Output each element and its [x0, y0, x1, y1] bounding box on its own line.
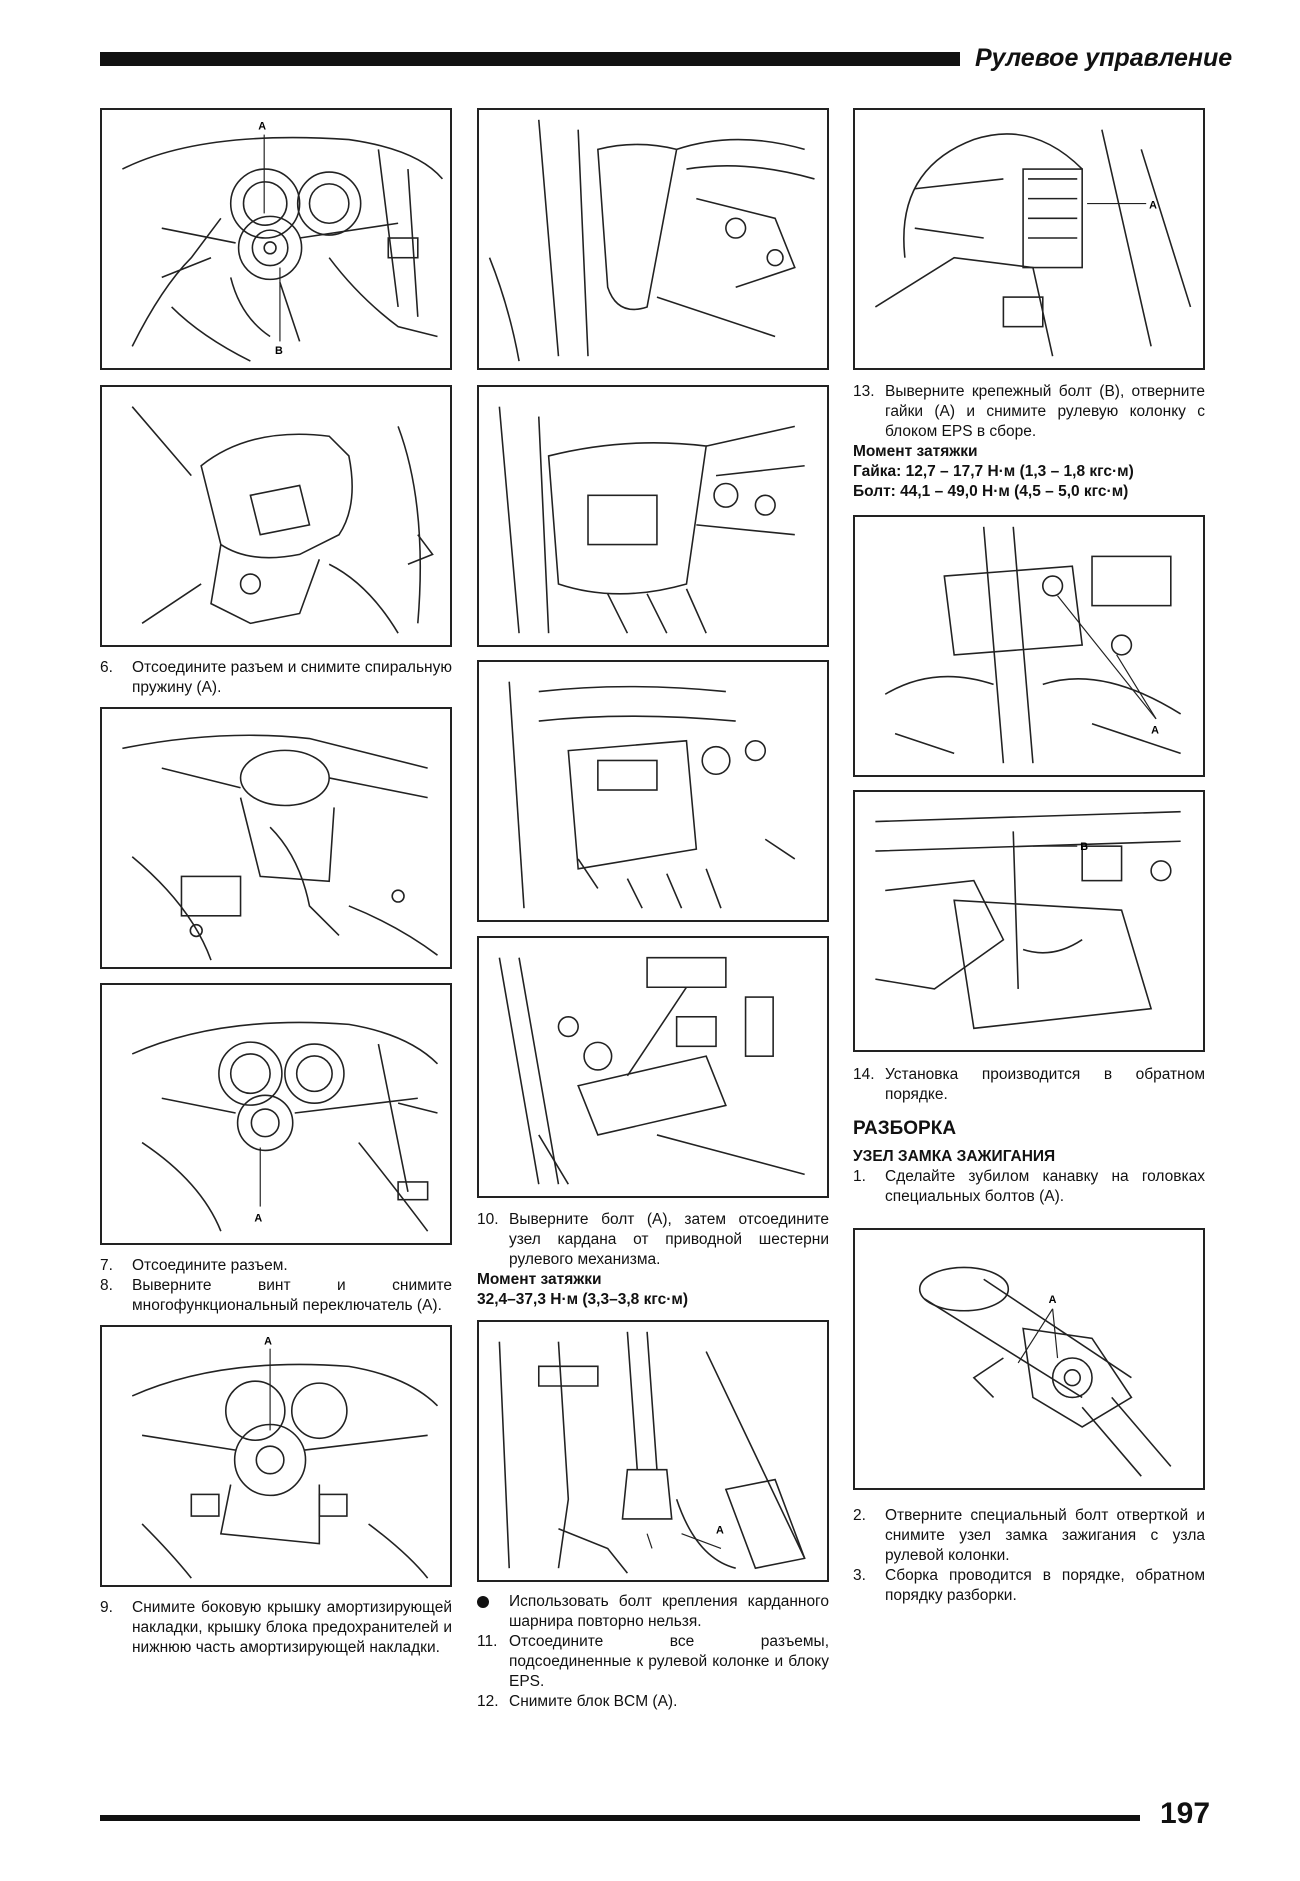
callout-a: A — [1149, 199, 1157, 211]
figure-lower-pad — [477, 660, 829, 922]
step-number: 9. — [100, 1599, 113, 1616]
callout-b: B — [275, 345, 283, 357]
figure-drawing — [508, 681, 796, 909]
step-number: 7. — [100, 1257, 113, 1274]
col2-notes: Использовать болт крепления карданного ш… — [477, 1592, 829, 1712]
step-14: 14. Установка производится в обратном по… — [853, 1065, 1205, 1105]
step-8: 8. Выверните винт и снимите многофункцио… — [100, 1276, 452, 1316]
figure-fuse-box-cover — [477, 385, 829, 647]
step-text: Отсоедините разъем и снимите спиральную … — [132, 659, 452, 696]
figure-drawing — [488, 119, 815, 362]
figure-drawing: A B — [122, 121, 444, 362]
step-13-block: 13. Выверните крепежный болт (В), отверн… — [853, 382, 1205, 502]
step-number: 11. — [477, 1633, 498, 1650]
step-text: Отсоедините все разъемы, подсоединенные … — [509, 1633, 829, 1690]
step-text: Отсоедините разъем. — [132, 1257, 288, 1274]
figure-multifunction-switch: A — [100, 983, 452, 1245]
header-rule — [100, 52, 960, 66]
page-header-title: Рулевое управление — [975, 44, 1233, 72]
callout-a: A — [716, 1525, 724, 1537]
figure-switch-removed: A — [100, 1325, 452, 1587]
step-9: 9. Снимите боковую крышку амортизирующей… — [100, 1598, 452, 1658]
section-title: РАЗБОРКА — [853, 1118, 957, 1139]
disassembly-step-1: 1. Сделайте зубилом канавку на головках … — [853, 1167, 1205, 1207]
step-number: 2. — [853, 1507, 866, 1524]
figure-ignition-lock: A — [853, 1228, 1205, 1490]
figure-drawing: A — [918, 1266, 1172, 1477]
torque-value: 32,4–37,3 Н·м (3,3–3,8 кгс·м) — [477, 1291, 688, 1308]
figure-drawing: A — [131, 1021, 439, 1232]
figure-drawing: A — [131, 1336, 439, 1579]
figure-clock-spring-removal: A B — [100, 108, 452, 370]
torque-nut: Гайка: 12,7 – 17,7 Н·м (1,3 – 1,8 кгс·м) — [853, 463, 1134, 480]
figure-drawing: B — [875, 810, 1181, 1030]
step-number: 8. — [100, 1277, 113, 1294]
figure-drawing — [131, 406, 434, 634]
torque-label: Момент затяжки — [477, 1271, 602, 1288]
disassembly-step-2: 2. Отверните специальный болт отверткой … — [853, 1506, 1205, 1566]
figure-column-cover — [100, 385, 452, 647]
figure-multifunction-switch-connector — [100, 707, 452, 969]
step-7: 7. Отсоедините разъем. — [100, 1256, 452, 1276]
step-text: Выверните болт (А), затем отсоедините уз… — [509, 1211, 829, 1268]
figure-drawing: A — [874, 129, 1192, 357]
figure-steering-column-nuts: A — [853, 515, 1205, 777]
torque-label: Момент затяжки — [853, 443, 978, 460]
note-text: Использовать болт крепления карданного ш… — [509, 1593, 829, 1630]
col3-final-steps: 2. Отверните специальный болт отверткой … — [853, 1506, 1205, 1606]
figure-side-cover — [477, 108, 829, 370]
step-10: 10. Выверните болт (А), затем отсоединит… — [477, 1210, 829, 1270]
bullet-dot — [477, 1596, 489, 1608]
step-text: Установка производится в обратном порядк… — [885, 1066, 1205, 1103]
step-text: Выверните винт и снимите многофункционал… — [132, 1277, 452, 1314]
step-text: Отверните специальный болт отверткой и с… — [885, 1507, 1205, 1564]
step-text: Выверните крепежный болт (В), отверните … — [885, 383, 1205, 440]
figure-bcm-unit: A — [853, 108, 1205, 370]
step-number: 13. — [853, 383, 875, 400]
step-number: 12. — [477, 1693, 499, 1710]
step-number: 1. — [853, 1168, 866, 1185]
step-12: 12. Снимите блок BCM (A). — [477, 1692, 829, 1712]
callout-b: B — [1080, 841, 1088, 853]
figure-drawing — [122, 734, 438, 961]
page-number: 197 — [1160, 1797, 1211, 1830]
figure-drawing: A — [498, 1331, 806, 1574]
figure-steering-shaft-joint: A — [477, 1320, 829, 1582]
callout-a: A — [254, 1212, 262, 1224]
step-text: Сборка проводится в порядке, обратном по… — [885, 1567, 1205, 1604]
step-text: Снимите боковую крышку амортизирующей на… — [132, 1599, 452, 1656]
figure-drawing — [498, 406, 805, 634]
step-number: 14. — [853, 1066, 875, 1083]
step-text: Сделайте зубилом канавку на головках спе… — [885, 1168, 1205, 1205]
col3-install-and-disassembly: 14. Установка производится в обратном по… — [853, 1065, 1205, 1207]
footer-rule — [100, 1815, 1140, 1821]
callout-a: A — [1049, 1294, 1057, 1306]
step-6: 6. Отсоедините разъем и снимите спиральн… — [100, 658, 452, 698]
step-11: 11. Отсоедините все разъемы, подсоединен… — [477, 1632, 829, 1692]
note-bullet: Использовать болт крепления карданного ш… — [477, 1592, 829, 1632]
disassembly-step-3: 3. Сборка проводится в порядке, обратном… — [853, 1566, 1205, 1606]
step-number: 3. — [853, 1567, 866, 1584]
step-10-block: 10. Выверните болт (А), затем отсоединит… — [477, 1210, 829, 1310]
subsection-title: УЗЕЛ ЗАМКА ЗАЖИГАНИЯ — [853, 1148, 1056, 1165]
figure-drawing: A — [884, 526, 1182, 764]
callout-a: A — [258, 121, 266, 133]
callout-a: A — [1151, 725, 1159, 737]
step-13: 13. Выверните крепежный болт (В), отверн… — [853, 382, 1205, 442]
callout-a: A — [264, 1336, 272, 1348]
figure-column-bolt: B — [853, 790, 1205, 1052]
step-text: Снимите блок BCM (A). — [509, 1693, 678, 1710]
figure-drawing — [498, 956, 805, 1185]
step-number: 6. — [100, 659, 113, 676]
steps-7-8: 7. Отсоедините разъем. 8. Выверните винт… — [100, 1256, 452, 1316]
figure-universal-joint-bolt — [477, 936, 829, 1198]
step-number: 10. — [477, 1211, 499, 1228]
torque-bolt: Болт: 44,1 – 49,0 Н·м (4,5 – 5,0 кгс·м) — [853, 483, 1129, 500]
